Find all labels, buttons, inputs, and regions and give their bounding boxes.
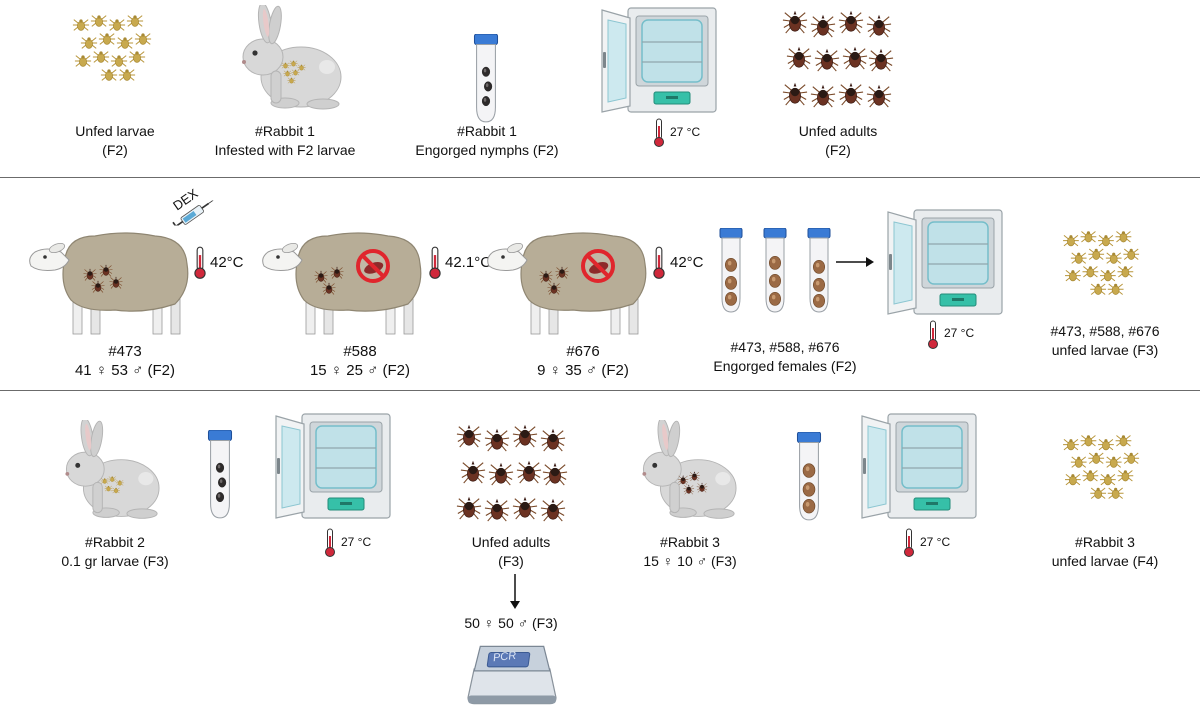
- thermometer-icon: [927, 320, 939, 350]
- row-separator-1: [0, 177, 1200, 178]
- incubator-row2: [884, 208, 1008, 318]
- pcr-label: PCR: [492, 649, 517, 665]
- thermometer-icon: [324, 528, 336, 558]
- arrow-to-incubator: [834, 255, 874, 267]
- thermometer-icon: [653, 118, 665, 148]
- temperature-sheep-473: 42°C: [210, 254, 244, 271]
- caption-pcr-sample: 50 ♀ 50 ♂ (F3): [464, 615, 558, 631]
- incubator-row3-b: [858, 412, 982, 522]
- thermometer-icon: [903, 528, 915, 558]
- temperature-row3-b: 27 °C: [920, 535, 951, 549]
- temperature-row1: 27 °C: [670, 125, 701, 139]
- tubes-engorged-females: [718, 228, 836, 318]
- larvae-cluster-f3: [1058, 228, 1150, 298]
- caption-unfed-adults-f3: Unfed adults(F3): [471, 534, 551, 569]
- thermometer-icon: [652, 246, 666, 280]
- rabbit-2-illustration: [48, 420, 168, 524]
- temperature-sheep-676: 42°C: [670, 254, 704, 271]
- temperature-sheep-588: 42.1°C: [445, 254, 492, 271]
- incubator-row1: [598, 6, 722, 116]
- temperature-row3-a: 27 °C: [341, 535, 372, 549]
- adult-ticks-f2: [782, 6, 894, 111]
- rabbit-1-illustration: [222, 5, 352, 115]
- tube-rabbit-2: [206, 430, 234, 520]
- larvae-cluster-f2: [70, 12, 160, 84]
- caption-unfed-adults-f2: Unfed adults(F2): [798, 123, 878, 158]
- sheep-588-illustration: [258, 218, 428, 338]
- incubator-row3-a: [272, 412, 396, 522]
- thermometer-icon: [428, 246, 442, 280]
- arrow-to-pcr: [509, 574, 521, 610]
- tube-rabbit-3: [795, 432, 823, 522]
- thermometer-icon: [193, 246, 207, 280]
- rabbit-3-illustration: [625, 420, 745, 524]
- larvae-cluster-f4: [1058, 432, 1150, 502]
- temperature-row2: 27 °C: [944, 326, 975, 340]
- sheep-473-illustration: [25, 218, 195, 338]
- row-separator-2: [0, 390, 1200, 391]
- caption-unfed-larvae-f2: Unfed larvae(F2): [75, 123, 155, 158]
- tube-engorged-nymphs: [472, 34, 500, 124]
- adult-ticks-f3: [456, 420, 568, 525]
- sheep-676-illustration: [483, 218, 653, 338]
